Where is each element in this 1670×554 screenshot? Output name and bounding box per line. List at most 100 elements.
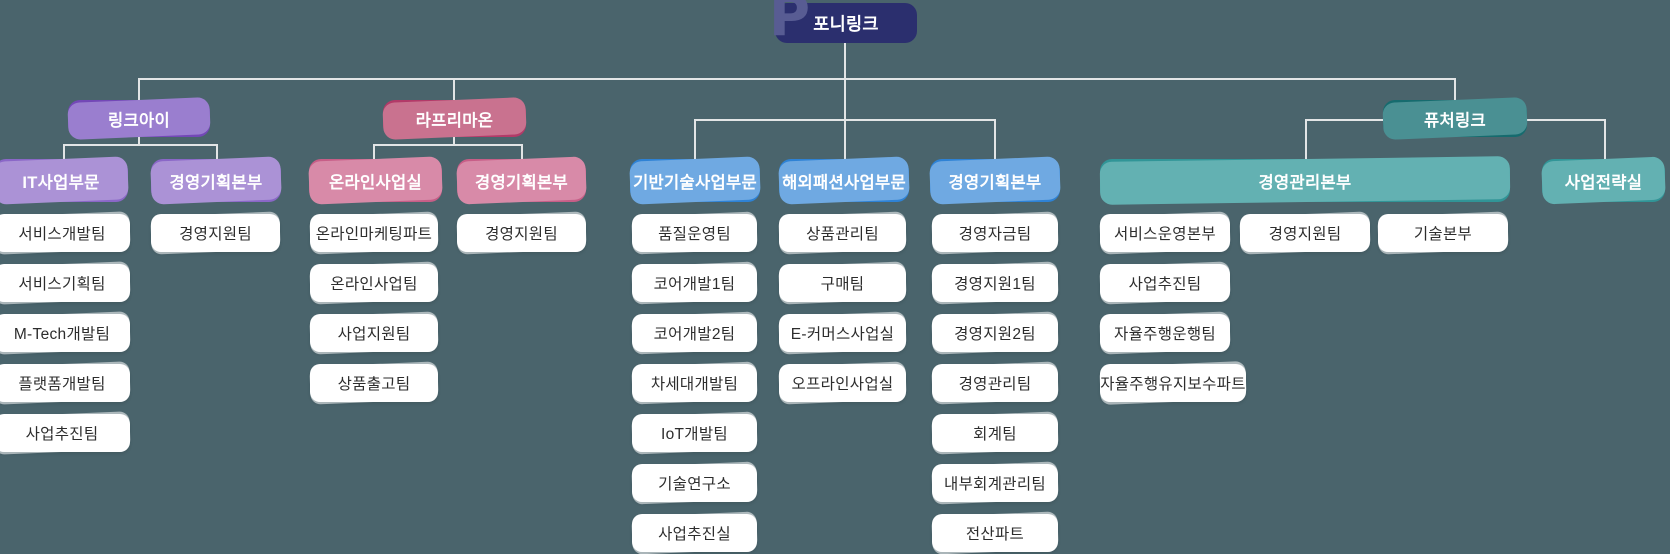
team-label: 경영관리팀 <box>958 376 1032 393</box>
team-box[interactable]: 차세대개발팀 <box>632 364 757 402</box>
team-box[interactable]: IoT개발팀 <box>632 414 757 452</box>
division-label: 경영관리본부 <box>1258 173 1352 192</box>
connector-linkai-stub <box>138 137 140 145</box>
subsidiary-label: 라프리마온 <box>415 111 494 130</box>
connector-laprimaon-bar <box>374 144 522 146</box>
connector-linkai-bar <box>64 144 217 146</box>
team-box[interactable]: 상품출고팀 <box>310 364 438 402</box>
subsidiary-label: 퓨처링크 <box>1424 111 1486 130</box>
team-box[interactable]: 코어개발1팀 <box>632 264 757 302</box>
connector-drop-it-div <box>63 144 65 159</box>
division-label: IT사업부문 <box>22 173 100 192</box>
team-label: 서비스기획팀 <box>18 276 106 293</box>
connector-drop-online-div <box>373 144 375 159</box>
division-business-strategy-office[interactable]: 사업전략실 <box>1542 159 1665 202</box>
division-label: 사업전략실 <box>1564 173 1643 192</box>
team-box[interactable]: 자율주행유지보수파트 <box>1100 364 1246 402</box>
team-box[interactable]: 기술연구소 <box>632 464 757 502</box>
team-label: 자율주행유지보수파트 <box>1100 376 1246 393</box>
subsidiary-label: 링크아이 <box>108 111 170 130</box>
team-box[interactable]: M-Tech개발팀 <box>0 314 130 352</box>
division-overseas-fashion[interactable]: 해외패션사업부문 <box>779 159 909 202</box>
team-box[interactable]: 경영지원1팀 <box>932 264 1058 302</box>
connector-drop-linkai-plan <box>216 144 218 159</box>
subsidiary-laprimaon[interactable]: 라프리마온 <box>383 100 526 137</box>
team-box[interactable]: 경영지원2팀 <box>932 314 1058 352</box>
team-box[interactable]: 전산파트 <box>932 514 1058 552</box>
team-label: 코어개발1팀 <box>653 276 736 293</box>
team-box[interactable]: 코어개발2팀 <box>632 314 757 352</box>
team-box[interactable]: 경영지원팀 <box>1240 214 1370 252</box>
team-label: 기술본부 <box>1413 226 1473 243</box>
connector-drop-planning-div <box>994 119 996 159</box>
team-box[interactable]: 자율주행운행팀 <box>1100 314 1230 352</box>
team-label: 상품관리팀 <box>806 226 879 243</box>
team-label: 코어개발2팀 <box>653 326 736 343</box>
division-laprimaon-planning[interactable]: 경영기획본부 <box>457 159 586 202</box>
connector-laprimaon-stub <box>453 137 455 145</box>
team-label: 서비스운영본부 <box>1114 226 1216 243</box>
team-label: M-Tech개발팀 <box>13 326 111 343</box>
team-label: 경영지원팀 <box>485 226 558 243</box>
connector-drop-laprimaon-plan <box>521 144 523 159</box>
team-label: 사업추진실 <box>658 526 731 543</box>
division-online-business[interactable]: 온라인사업실 <box>309 159 442 202</box>
team-label: 상품출고팀 <box>337 376 411 393</box>
division-label: 경영기획본부 <box>948 173 1042 192</box>
team-label: 사업추진팀 <box>25 426 99 443</box>
division-it-business[interactable]: IT사업부문 <box>0 159 128 202</box>
team-label: 사업지원팀 <box>337 326 411 343</box>
team-box[interactable]: 사업지원팀 <box>310 314 438 352</box>
root-company-label: 포니링크 <box>813 13 879 34</box>
team-box[interactable]: 상품관리팀 <box>779 214 906 252</box>
team-box[interactable]: 품질운영팀 <box>632 214 757 252</box>
team-label: 품질운영팀 <box>658 226 731 243</box>
root-company-node[interactable]: P 포니링크 <box>769 0 917 45</box>
team-box[interactable]: 경영지원팀 <box>457 214 586 252</box>
team-box[interactable]: 사업추진팀 <box>1100 264 1230 302</box>
division-core-tech-business[interactable]: 기반기술사업부문 <box>630 159 760 202</box>
connector-drop-laprimaon <box>453 78 455 100</box>
connector-root-stem <box>844 43 846 119</box>
subsidiary-linkai[interactable]: 링크아이 <box>68 100 210 137</box>
team-box[interactable]: 경영자금팀 <box>932 214 1058 252</box>
division-management-hq[interactable]: 경영관리본부 <box>1100 159 1510 202</box>
team-box[interactable]: 경영관리팀 <box>932 364 1058 402</box>
team-label: 회계팀 <box>973 426 1017 443</box>
team-label: 사업추진팀 <box>1128 276 1202 293</box>
team-box[interactable]: 회계팀 <box>932 414 1058 452</box>
team-box[interactable]: 서비스기획팀 <box>0 264 130 302</box>
team-box[interactable]: 온라인마케팅파트 <box>310 214 438 252</box>
team-label: 자율주행운행팀 <box>1114 326 1216 343</box>
team-box[interactable]: 온라인사업팀 <box>310 264 438 302</box>
team-box[interactable]: 서비스운영본부 <box>1100 214 1230 252</box>
ponylink-logo-mark: P <box>769 0 811 49</box>
team-box[interactable]: 플랫폼개발팀 <box>0 364 130 402</box>
team-label: 차세대개발팀 <box>650 376 739 393</box>
connector-futurelink-left-arm <box>1306 119 1383 121</box>
team-box[interactable]: 기술본부 <box>1378 214 1508 252</box>
connector-drop-fashion-div <box>844 119 846 159</box>
connector-drop-mgmt-hq <box>1305 119 1307 159</box>
team-label: 구매팀 <box>820 276 865 293</box>
subsidiary-futurelink[interactable]: 퓨처링크 <box>1383 100 1527 137</box>
team-label: 경영지원2팀 <box>954 326 1036 343</box>
division-linkai-planning[interactable]: 경영기획본부 <box>151 159 281 202</box>
division-hq-planning[interactable]: 경영기획본부 <box>930 159 1060 202</box>
team-box[interactable]: 오프라인사업실 <box>779 364 906 402</box>
team-label: 온라인마케팅파트 <box>315 226 433 243</box>
team-box[interactable]: 서비스개발팀 <box>0 214 130 252</box>
team-box[interactable]: 사업추진실 <box>632 514 757 552</box>
team-box[interactable]: 내부회계관리팀 <box>932 464 1058 502</box>
team-label: 기술연구소 <box>658 476 731 493</box>
team-label: 내부회계관리팀 <box>944 476 1046 493</box>
team-label: 경영지원팀 <box>1268 226 1342 243</box>
team-box[interactable]: 구매팀 <box>779 264 906 302</box>
team-label: 플랫폼개발팀 <box>18 376 106 393</box>
team-box[interactable]: E-커머스사업실 <box>779 314 906 352</box>
team-box[interactable]: 사업추진팀 <box>0 414 130 452</box>
team-box[interactable]: 경영지원팀 <box>151 214 280 252</box>
division-label: 경영기획본부 <box>169 173 263 192</box>
team-label: 경영자금팀 <box>958 226 1032 243</box>
